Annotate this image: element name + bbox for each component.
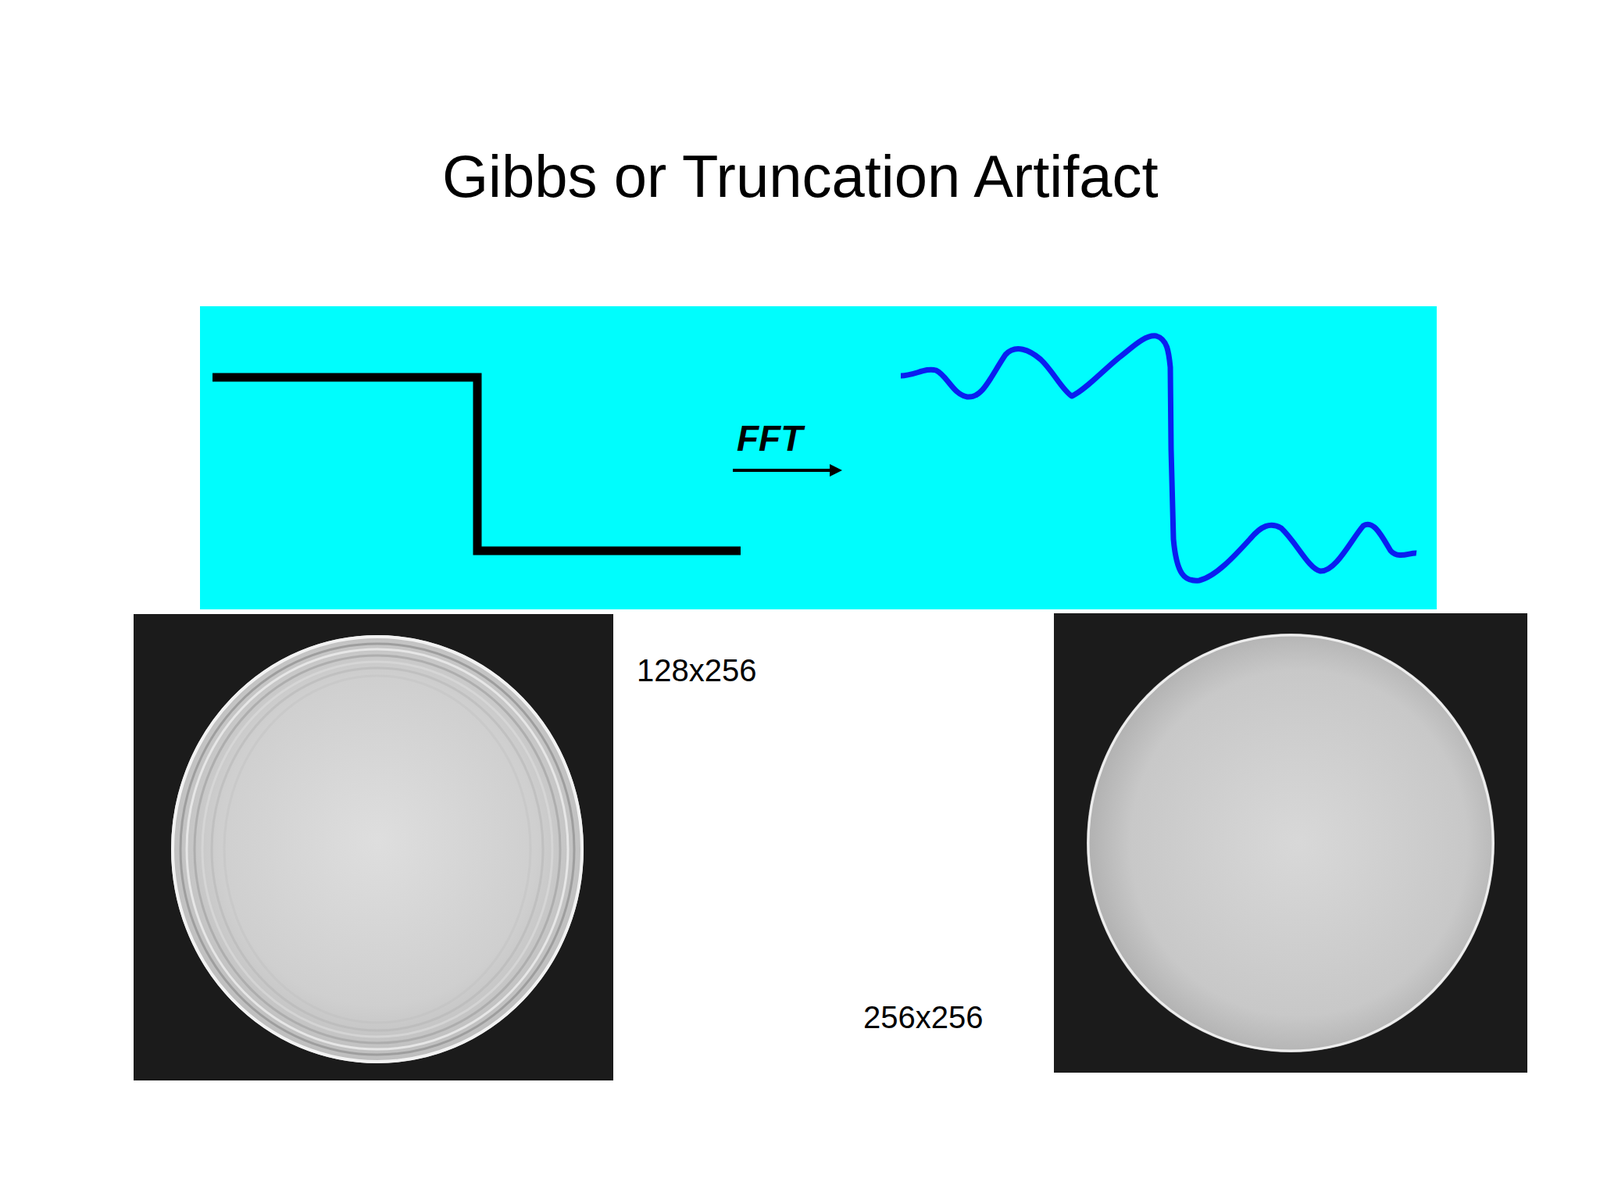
matrix-size-label: 256x256 bbox=[863, 1001, 983, 1033]
step-function bbox=[212, 377, 741, 551]
mri-image-256 bbox=[1053, 613, 1528, 1073]
transform-label: FFT bbox=[736, 420, 803, 457]
slide-title: Gibbs or Truncation Artifact bbox=[442, 146, 1159, 207]
truncation-rings bbox=[172, 636, 583, 1062]
phantom-disc bbox=[1086, 633, 1495, 1053]
fft-arrowhead bbox=[829, 464, 843, 477]
ringing-curve bbox=[900, 335, 1417, 581]
phantom-edge bbox=[1088, 635, 1493, 1051]
matrix-size-label: 128x256 bbox=[636, 654, 757, 686]
phantom-disc bbox=[171, 635, 584, 1064]
fft-arrow-shaft bbox=[732, 468, 833, 472]
mri-image-128 bbox=[133, 614, 614, 1081]
cyan-band bbox=[200, 306, 1437, 610]
